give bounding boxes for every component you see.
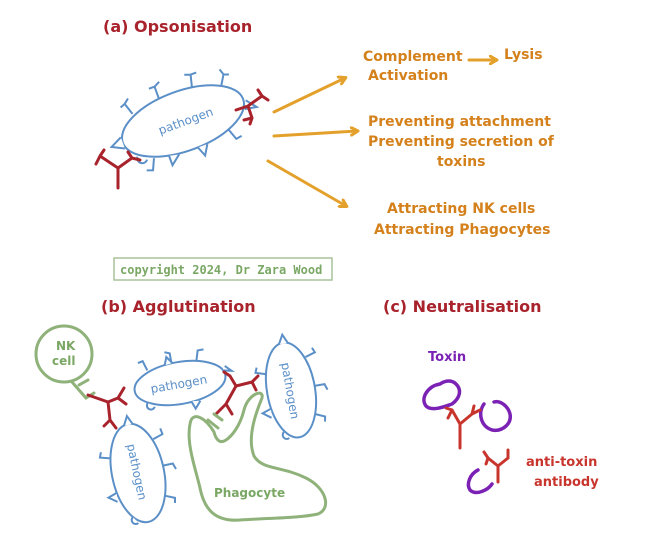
neutralised-toxin (422, 379, 512, 450)
antitoxin-label-line2: antibody (534, 475, 599, 490)
outcome-attract-line1: Attracting NK cells (387, 201, 535, 217)
outcome-lysis: Lysis (504, 47, 543, 63)
antitoxin-label-line1: anti-toxin (526, 455, 597, 470)
nk-cell-label-line1: NK (56, 339, 76, 353)
antibody-bridge (214, 370, 260, 416)
arrow-prevention (272, 131, 357, 138)
agglutination-title: (b) Agglutination (101, 297, 256, 316)
arrow-attraction (266, 159, 346, 206)
agglutination-pathogen-top: pathogen (133, 348, 236, 411)
outcome-prevent-line2: Preventing secretion of (368, 134, 555, 150)
neutralisation-title: (c) Neutralisation (383, 297, 541, 316)
free-antitoxin-antibody (466, 448, 510, 495)
nk-cell-label-line2: cell (52, 354, 75, 368)
outcome-complement-line2: Activation (368, 68, 448, 84)
copyright-box (113, 257, 333, 281)
outcome-prevent-line3: toxins (437, 154, 485, 170)
pathogen-body (120, 84, 246, 158)
nk-cell: NK cell (34, 324, 96, 400)
outcome-complement-line1: Complement (363, 49, 463, 65)
copyright-text: copyright 2024, Dr Zara Wood (120, 263, 322, 277)
phagocyte-label: Phagocyte (214, 486, 285, 500)
antibody-left (94, 148, 142, 190)
toxin-label: Toxin (428, 350, 466, 365)
agglutination-pathogen-bottom: pathogen (98, 413, 177, 526)
outcome-attract-line2: Attracting Phagocytes (374, 222, 550, 238)
phagocyte: Phagocyte (187, 391, 328, 522)
opsonisation-title: (a) Opsonisation (103, 17, 252, 36)
antibody-nk (86, 386, 128, 430)
antibody-right (234, 88, 270, 126)
outcome-prevent-line1: Preventing attachment (368, 114, 551, 130)
arrow-complement (272, 78, 345, 114)
agglutination-pathogen-right: pathogen (254, 332, 329, 440)
opsonisation-pathogen: pathogen (94, 68, 270, 190)
